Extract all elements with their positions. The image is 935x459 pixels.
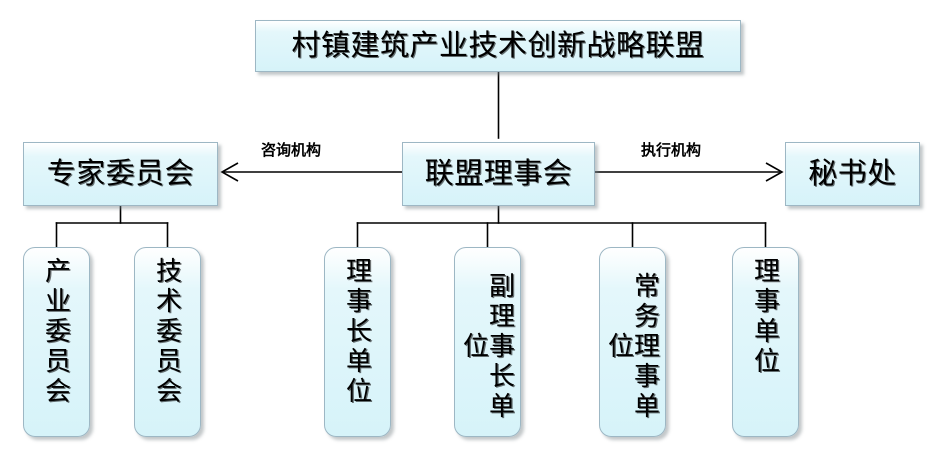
node-alliance-council[interactable]: 联盟理事会 <box>402 142 595 206</box>
node-expert-committee[interactable]: 专家委员会 <box>23 142 218 206</box>
node-alliance[interactable]: 村镇建筑产业技术创新战略联盟 <box>255 20 741 72</box>
arrowhead-right-icon <box>765 162 784 182</box>
node-secretariat[interactable]: 秘书处 <box>785 142 920 206</box>
node-chairman-unit-label: 理事长单位 <box>342 257 373 407</box>
node-director-unit-label: 理事单位 <box>750 257 781 377</box>
edge-label-advisory: 咨询机构 <box>261 139 321 160</box>
arrowhead-left-icon <box>220 162 239 182</box>
node-secretariat-label: 秘书处 <box>808 157 897 190</box>
edge-label-advisory-text: 咨询机构 <box>261 143 322 159</box>
node-director-unit[interactable]: 理事单位 <box>732 247 799 437</box>
node-alliance-council-label: 联盟理事会 <box>424 157 573 190</box>
node-alliance-label: 村镇建筑产业技术创新战略联盟 <box>291 29 705 62</box>
node-industry-committee[interactable]: 产业委员会 <box>23 247 90 437</box>
node-chairman-unit[interactable]: 理事长单位 <box>324 247 391 437</box>
node-technology-committee-label: 技术委员会 <box>152 257 183 407</box>
node-vice-chairman-unit-label: 副理事长单位 <box>459 271 516 422</box>
node-industry-committee-label: 产业委员会 <box>41 257 72 407</box>
node-standing-director-unit-label: 常务理事单位 <box>604 271 661 422</box>
node-standing-director-unit[interactable]: 常务理事单位 <box>599 247 666 437</box>
edge-label-executive: 执行机构 <box>641 139 701 160</box>
node-expert-committee-label: 专家委员会 <box>46 157 195 190</box>
edge-label-executive-text: 执行机构 <box>641 143 702 159</box>
node-technology-committee[interactable]: 技术委员会 <box>134 247 201 437</box>
node-vice-chairman-unit[interactable]: 副理事长单位 <box>454 247 521 437</box>
